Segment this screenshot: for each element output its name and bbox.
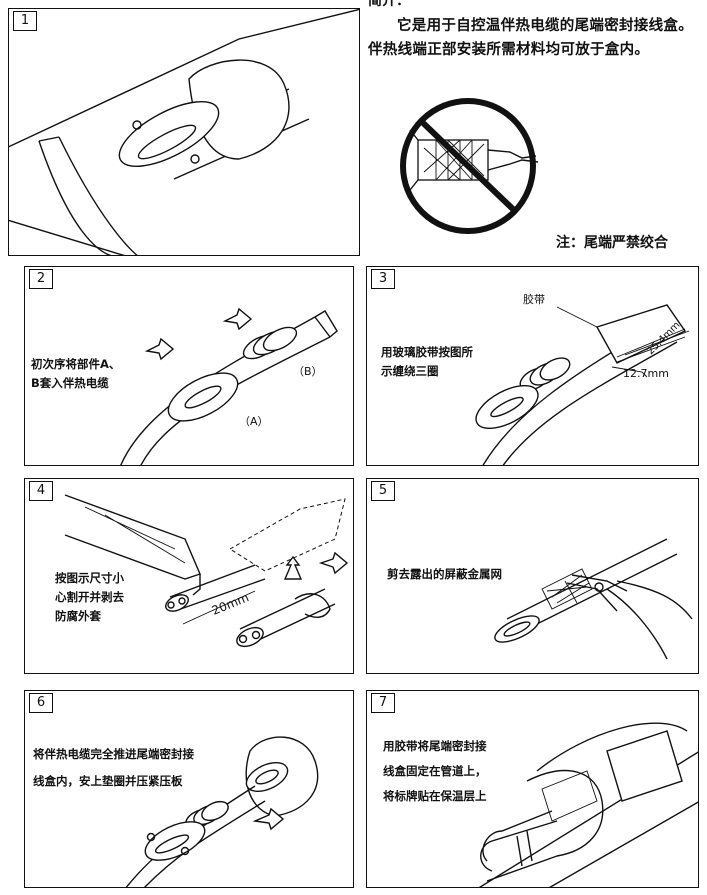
step-4-panel: 4 20mm 按图示尺寸小 心割开并剥去 防腐外套 — [24, 478, 354, 674]
step-3-caption: 用玻璃胶带按图所 示缠绕三圈 — [381, 343, 473, 381]
step-5-panel: 5 剪去露出的屏蔽金属网 — [366, 478, 699, 674]
step-3-number: 3 — [371, 269, 395, 289]
label-a: （A） — [239, 415, 269, 428]
caption-line: 剪去露出的屏蔽金属网 — [387, 567, 502, 581]
intro-paragraph: 它是用于自控温伴热电缆的尾端密封接线盒。伴热线端正部安装所需材料均可放于盒内。 — [368, 18, 693, 58]
step-4-illustration — [64, 494, 349, 648]
step-7-caption: 用胶带将尾端密封接 线盒固定在管道上， 将标牌贴在保温层上 — [383, 737, 487, 806]
intro-heading-cut: 简介： — [368, 0, 410, 9]
caption-line: 线盒固定在管道上， — [383, 764, 487, 778]
step-3-panel: 3 胶带 25.4mm 12.7mm 用玻璃胶带按图所 示缠绕三圈 — [366, 266, 699, 466]
step-3-illustration — [475, 304, 690, 465]
step-6-caption: 将伴热电缆完全推进尾端密封接 线盒内，安上垫圈并压紧压板 — [33, 745, 194, 791]
step-6-panel: 6 将伴热电缆完全推进尾端密封接 线盒内，安上垫圈并压紧压板 — [24, 690, 354, 888]
step-4-number: 4 — [29, 481, 53, 501]
step-1-panel: 1 — [8, 8, 360, 256]
caption-line: 示缠绕三圈 — [381, 364, 439, 378]
step-2-number: 2 — [29, 269, 53, 289]
caption-line: 将伴热电缆完全推进尾端密封接 — [33, 747, 194, 761]
label-b: （B） — [293, 365, 323, 378]
step-7-panel: 7 用胶带将尾端密封接 线盒固定在管道上， 将标牌贴在保温层上 — [366, 690, 699, 888]
step-4-caption: 按图示尺寸小 心割开并剥去 防腐外套 — [55, 569, 124, 626]
step-2-panel: 2 初次序将部件A、 B套入伴热电缆 （B） （A） — [24, 266, 354, 466]
caption-line: 用胶带将尾端密封接 — [383, 739, 487, 753]
caption-line: B套入伴热电缆 — [31, 376, 109, 390]
step-2-illustration — [120, 307, 338, 465]
caption-line: 防腐外套 — [55, 609, 101, 623]
caption-line: 按图示尺寸小 — [55, 571, 124, 585]
intro-text: 它是用于自控温伴热电缆的尾端密封接线盒。伴热线端正部安装所需材料均可放于盒内。 — [368, 14, 698, 62]
step-1-illustration — [9, 9, 359, 255]
caption-line: 用玻璃胶带按图所 — [381, 345, 473, 359]
caption-line: 心割开并剥去 — [55, 590, 124, 604]
step-1-number: 1 — [13, 11, 37, 31]
note-text: 注：尾端严禁绞合 — [556, 235, 668, 251]
step-6-number: 6 — [29, 693, 53, 713]
caption-line: 将标牌贴在保温层上 — [383, 789, 487, 803]
step-7-number: 7 — [371, 693, 395, 713]
step-5-number: 5 — [371, 481, 395, 501]
step-2-caption: 初次序将部件A、 B套入伴热电缆 — [31, 355, 120, 393]
step-5-caption: 剪去露出的屏蔽金属网 — [387, 565, 502, 584]
caption-line: 初次序将部件A、 — [31, 357, 121, 371]
caption-line: 线盒内，安上垫圈并压紧压板 — [33, 774, 183, 788]
step-6-illustration — [125, 736, 319, 887]
step-5-illustration — [494, 538, 693, 660]
tape-label: 胶带 — [523, 293, 545, 306]
dim-12-7: 12.7mm — [623, 367, 669, 380]
step-7-illustration — [478, 722, 698, 887]
